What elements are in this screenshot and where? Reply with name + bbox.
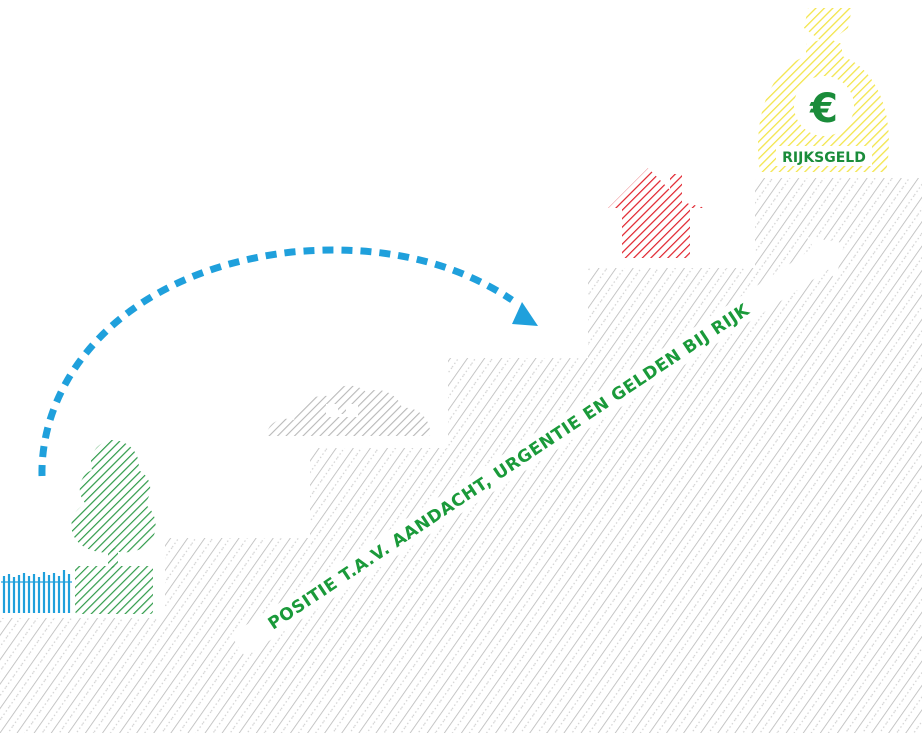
staircase <box>0 178 922 733</box>
arc-arrow <box>38 246 538 477</box>
cloud-icon <box>266 385 431 436</box>
house-icon <box>608 168 706 258</box>
bag-label: RIJKSGELD <box>782 150 866 166</box>
hedge-icon <box>75 566 153 614</box>
fence-icon <box>1 570 72 613</box>
currency-symbol: € <box>809 86 838 132</box>
money-bag-icon: € RIJKSGELD <box>757 8 889 172</box>
tree-icon <box>71 440 156 568</box>
